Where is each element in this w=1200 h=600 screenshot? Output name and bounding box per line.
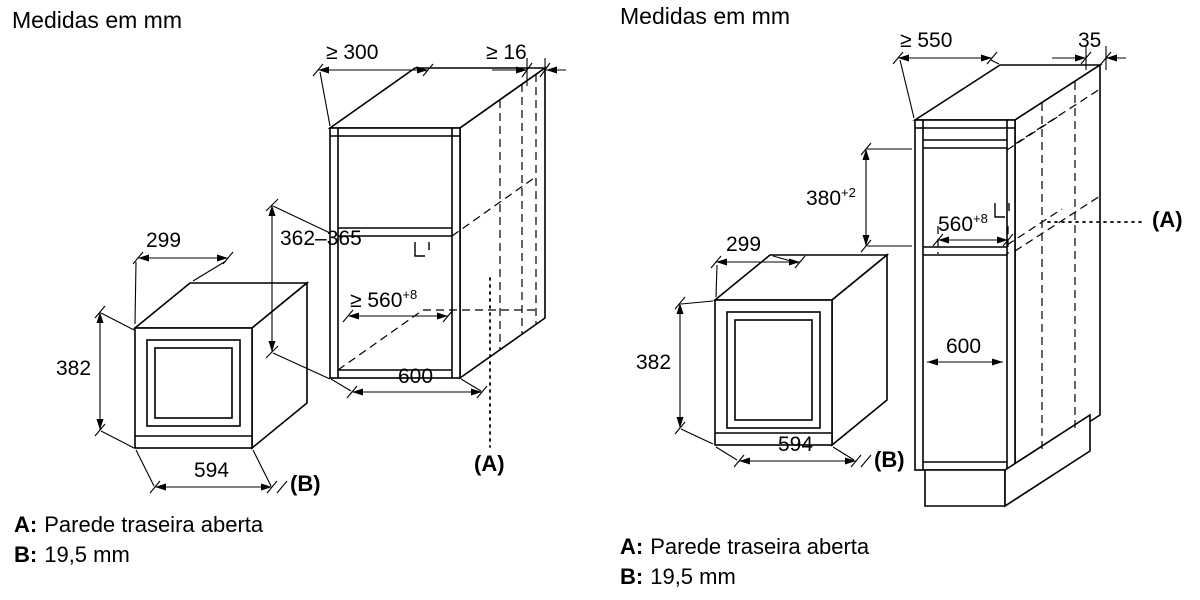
legend-left-a: A:Parede traseira aberta (14, 512, 263, 538)
legend-right-b-key: B: (620, 564, 644, 589)
label-right-b: (B) (874, 447, 905, 472)
dim-right-mw-width: 594 (778, 433, 814, 456)
left-cabinet-hidden-edges (337, 74, 538, 371)
dim-right-niche-width-base: 560 (938, 213, 974, 236)
dim-right-niche-width: 560+8 (938, 212, 988, 236)
legend-left-b-key: B: (14, 542, 38, 567)
legend-left-a-key: A: (14, 512, 38, 537)
dim-right-niche-height: 380+2 (806, 186, 856, 210)
dim-left-niche-width-sup: +8 (402, 287, 418, 302)
panel-title-right: Medidas em mm (620, 3, 790, 29)
power-outlet-symbol (994, 203, 1005, 218)
legend-left-a-text: Parede traseira aberta (44, 512, 264, 537)
legend-right-b: B:19,5 mm (620, 564, 736, 590)
dim-right-niche-width-sup: +8 (973, 211, 988, 226)
dim-left-niche-width: ≥ 560+8 (350, 288, 417, 312)
dim-right-interior-width: 600 (946, 335, 982, 358)
legend-right-b-text: 19,5 mm (650, 564, 736, 589)
dim-left-mw-depth: 299 (146, 229, 182, 252)
label-left-a: (A) (474, 451, 505, 476)
dim-left-rear-gap: ≥ 16 (486, 41, 527, 64)
dim-left-top-depth: ≥ 300 (326, 41, 379, 64)
dim-right-niche-height-base: 380 (806, 187, 842, 210)
dim-left-bottom-width: 600 (398, 365, 434, 388)
dim-right-mw-depth: 299 (726, 233, 762, 256)
dim-right-mw-height: 382 (636, 351, 672, 374)
label-right-a: (A) (1152, 207, 1183, 232)
right-cabinet-drawing (912, 63, 1103, 508)
legend-right-a: A:Parede traseira aberta (620, 534, 869, 560)
left-dimension-arrows (96, 66, 557, 491)
left-microwave-drawing (132, 281, 310, 450)
right-dimension-arrows (676, 54, 1117, 465)
left-cabinet-drawing (327, 66, 548, 380)
power-outlet-symbol (414, 242, 425, 257)
label-left-b: (B) (290, 471, 321, 496)
legend-left-b: B:19,5 mm (14, 542, 130, 568)
legend-right-a-text: Parede traseira aberta (650, 534, 870, 559)
dim-right-niche-height-sup: +2 (841, 185, 856, 200)
dim-left-niche-width-base: ≥ 560 (350, 289, 403, 312)
dim-right-front-gap: 35 (1078, 29, 1102, 52)
legend-right-a-key: A: (620, 534, 644, 559)
legend-left-b-text: 19,5 mm (44, 542, 130, 567)
panel-title-left: Medidas em mm (12, 7, 182, 33)
right-cabinet-hidden-edges (937, 82, 1101, 452)
dim-right-top-depth: ≥ 550 (900, 29, 953, 52)
dim-left-mw-width: 594 (194, 459, 230, 482)
dim-left-niche-height: 362–365 (280, 227, 362, 250)
right-microwave-drawing (712, 253, 890, 447)
dim-left-mw-height: 382 (56, 357, 92, 380)
